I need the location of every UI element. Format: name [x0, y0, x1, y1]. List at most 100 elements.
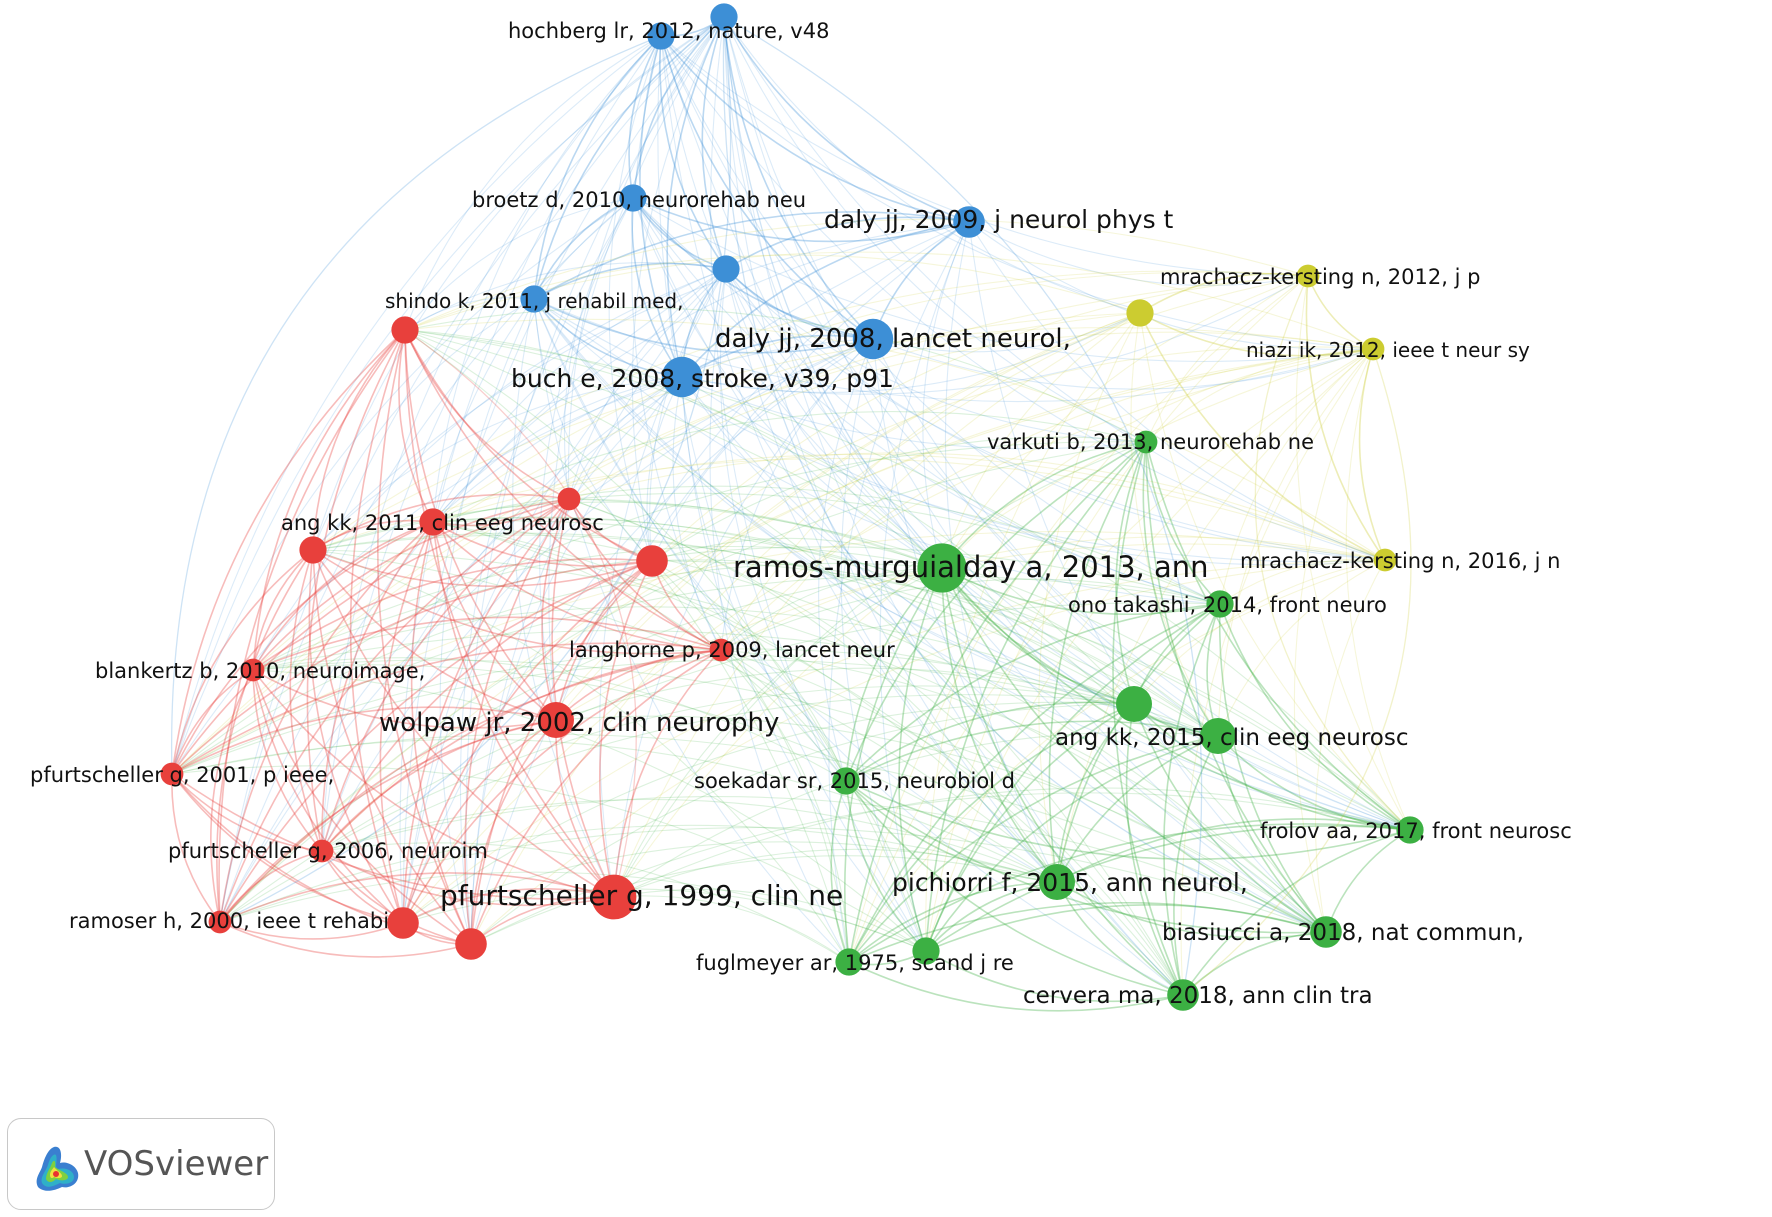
link-daly2008-redbot1 [402, 338, 874, 924]
link-niazi-frolov [1345, 348, 1411, 831]
node-redtop[interactable] [557, 487, 581, 511]
node-langhorne[interactable] [709, 638, 733, 662]
node-cervera[interactable] [1167, 979, 1199, 1011]
node-buch[interactable] [661, 356, 703, 398]
link-mrachacz2016-pfurt2001 [171, 531, 1386, 775]
link-fuglmeyer-pfurt1999 [613, 895, 850, 963]
link-ang2015-fuglmeyer [848, 735, 1219, 963]
link-langhorne-pfurt2001 [171, 642, 722, 775]
link-blankertz-pfurt2001 [171, 669, 254, 775]
node-redbot1[interactable] [387, 907, 419, 939]
link-ang2011-blankertz [252, 521, 434, 671]
link-shindo-mrachacz2016 [533, 298, 1386, 563]
link-buch-fugl2 [681, 376, 927, 952]
link-pfurt2006-pfurt1999 [321, 850, 615, 907]
node-pfurt2006[interactable] [310, 839, 334, 863]
link-ramos-redleft [312, 501, 943, 569]
node-ramos[interactable] [917, 543, 967, 593]
node-hochberg2[interactable] [710, 3, 738, 31]
node-hochberg[interactable] [647, 22, 675, 50]
node-redleft[interactable] [299, 536, 327, 564]
node-biasiucci[interactable] [1310, 916, 1342, 948]
node-wolpaw[interactable] [538, 702, 574, 738]
node-label-ono: ono takashi, 2014, front neuro [1068, 593, 1387, 617]
node-blankertz[interactable] [241, 658, 265, 682]
node-ono[interactable] [1206, 590, 1234, 618]
node-redbot2[interactable] [455, 928, 487, 960]
node-fuglmeyer[interactable] [835, 948, 863, 976]
node-ang2011[interactable] [419, 508, 447, 536]
link-mrachacz2012-ramos [941, 275, 1309, 569]
link-buch-redmid [646, 376, 683, 562]
link-niazi-mrachacz2016 [1358, 348, 1386, 561]
link-blankertz-redbot1 [252, 669, 404, 924]
link-yellowmid-redbot2 [470, 312, 1141, 945]
link-ramos-cervera [941, 567, 1184, 996]
node-redmid[interactable] [636, 545, 668, 577]
link-bluemid-ramoser [219, 268, 727, 923]
link-hochberg2-daly2008 [723, 16, 874, 340]
link-shindo-ono [533, 298, 1221, 605]
link-hochberg-ang2011 [432, 35, 662, 523]
link-ang2015-frolov [1217, 735, 1411, 831]
link-ramos-soekadar [845, 567, 943, 782]
link-hochberg2-mrachacz2016 [723, 16, 1386, 561]
node-pfurt1999[interactable] [591, 874, 637, 920]
node-ramoser[interactable] [208, 910, 232, 934]
link-redmid-redbot1 [402, 560, 653, 924]
link-pichiorri-ramoser [219, 824, 1058, 923]
link-biasiucci-ramoser [219, 826, 1327, 933]
link-broetz-buch [631, 197, 683, 378]
link-cervera-shindored [404, 329, 1184, 996]
node-ang2015[interactable] [1200, 718, 1236, 754]
link-cervera-redleft [312, 549, 1184, 996]
link-buch-mrachacz2012 [681, 275, 1309, 395]
link-ono-langhorne [720, 578, 1221, 651]
node-mrachacz2016[interactable] [1373, 548, 1397, 572]
link-yellowmid-blankertz [252, 312, 1141, 671]
link-shindo-redmid [533, 298, 653, 562]
link-varkuti-fugl2 [925, 441, 1147, 952]
node-bluemid[interactable] [712, 255, 740, 283]
link-niazi-redleft [312, 327, 1374, 551]
node-label-ang2015: ang kk, 2015, clin eeg neurosc [1055, 725, 1408, 751]
node-soekadar[interactable] [832, 767, 860, 795]
link-biasiucci-langhorne [720, 649, 1327, 933]
link-pfurt1999-ramoser [219, 872, 615, 923]
link-blankertz-pfurt1999 [252, 669, 615, 898]
link-langhorne-wolpaw [555, 649, 722, 721]
node-broetz[interactable] [619, 184, 647, 212]
node-shindo[interactable] [520, 285, 548, 313]
link-greenmid-pfurt2001 [171, 648, 1135, 775]
node-label-pfurt2001: pfurtscheller g, 2001, p ieee, [30, 763, 334, 787]
node-greenmid[interactable] [1116, 686, 1152, 722]
link-ramos-frolov [941, 567, 1411, 831]
link-broetz-wolpaw [539, 197, 634, 721]
node-varkuti[interactable] [1134, 430, 1158, 454]
node-daly2008[interactable] [852, 318, 894, 360]
vosviewer-brand-label: VOSviewer [84, 1144, 269, 1184]
link-hochberg2-redtop [567, 16, 725, 500]
link-niazi-fuglmeyer [848, 348, 1374, 963]
link-ang2015-pfurt2001 [171, 659, 1219, 775]
link-soekadar-cervera [845, 780, 1184, 996]
link-shindo-shindored [404, 297, 535, 331]
node-yellowmid[interactable] [1126, 299, 1154, 327]
node-frolov[interactable] [1396, 816, 1424, 844]
node-pichiorri[interactable] [1039, 864, 1075, 900]
node-niazi[interactable] [1361, 337, 1385, 361]
node-shindored[interactable] [391, 316, 419, 344]
node-pfurt2001[interactable] [160, 762, 184, 786]
link-broetz-daly2008 [632, 197, 874, 340]
link-varkuti-cervera [1112, 441, 1184, 996]
link-ono-soekadar [845, 603, 1221, 782]
link-frolov-redmid [651, 560, 1411, 831]
node-daly2009[interactable] [953, 206, 985, 238]
link-varkuti-greenmid [1115, 441, 1147, 705]
node-mrachacz2012[interactable] [1296, 264, 1320, 288]
node-fugl2[interactable] [912, 937, 940, 965]
link-redleft-langhorne [312, 549, 722, 655]
node-label-wolpaw: wolpaw jr, 2002, clin neurophy [379, 708, 779, 738]
link-biasiucci-fugl2 [925, 904, 1327, 952]
link-varkuti-pichiorri [1048, 441, 1147, 883]
